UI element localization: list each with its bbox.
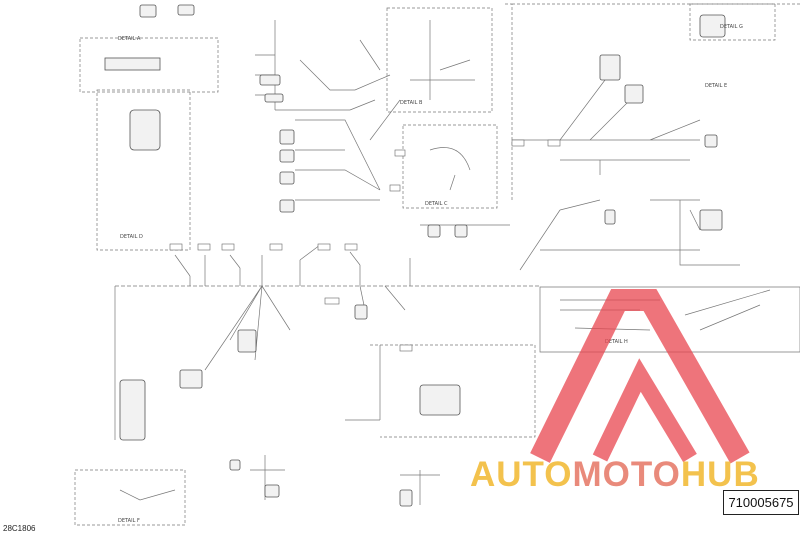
detail-label: DETAIL E	[705, 83, 727, 89]
detail-label: DETAIL F	[118, 518, 140, 524]
detail-label: DETAIL B	[400, 100, 423, 106]
watermark-logo-icon	[530, 289, 750, 464]
detail-label: DETAIL C	[425, 201, 448, 207]
detail-label: DETAIL G	[720, 24, 743, 30]
watermark-part: MOTO	[572, 455, 681, 494]
watermark-part: AUTO	[470, 455, 573, 494]
detail-label: DETAIL H	[605, 339, 628, 345]
part-number-box: 710005675	[723, 490, 799, 515]
detail-label: DETAIL A	[118, 36, 141, 42]
part-number: 710005675	[728, 495, 794, 510]
watermark-part: HUB	[680, 455, 760, 494]
detail-label: DETAIL D	[120, 234, 143, 240]
sheet-code: 28C1806	[3, 524, 36, 533]
